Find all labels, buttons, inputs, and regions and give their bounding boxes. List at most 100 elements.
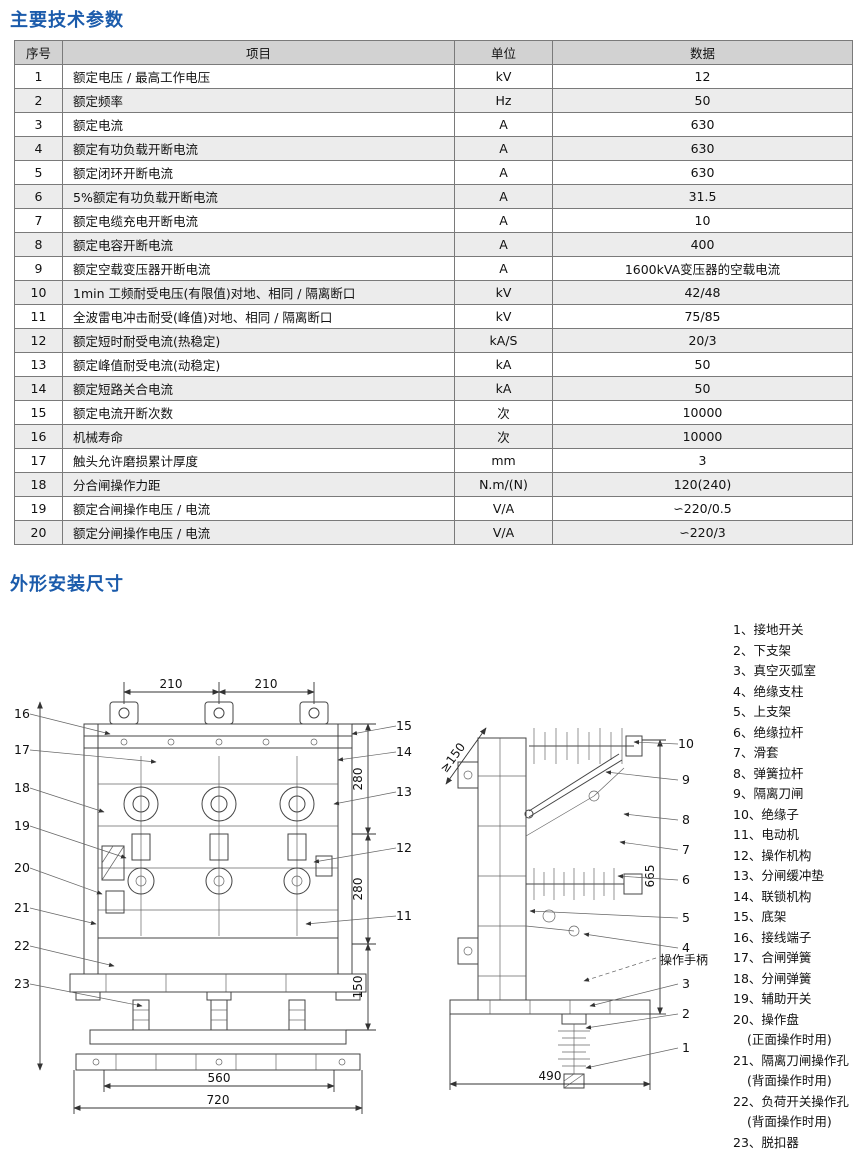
- pole-assembly-right: [279, 756, 315, 936]
- table-cell: 额定闭环开断电流: [62, 160, 455, 185]
- legend-item: 3、真空灭弧室: [733, 663, 816, 678]
- table-cell: 15: [14, 400, 63, 425]
- header-cell-item: 项目: [62, 40, 455, 65]
- table-cell: 75/85: [552, 304, 853, 329]
- handle-label: 操作手柄: [660, 952, 708, 967]
- legend-item: 1、接地开关: [733, 622, 804, 637]
- header-cell-unit: 单位: [454, 40, 553, 65]
- table-cell: 额定电容开断电流: [62, 232, 455, 257]
- table-cell: 20/3: [552, 328, 853, 353]
- front-right-dimensions: 280 280 150: [346, 723, 376, 1031]
- table-cell: 42/48: [552, 280, 853, 305]
- side-base: [449, 999, 651, 1015]
- table-cell: 额定分闸操作电压 / 电流: [62, 520, 455, 545]
- table-cell: 18: [14, 472, 63, 497]
- table-cell: 630: [552, 112, 853, 137]
- legend-item: 16、接线端子: [733, 929, 812, 945]
- table-cell: 31.5: [552, 184, 853, 209]
- dim-560: 560: [208, 1071, 231, 1085]
- legend-item: 12、操作机构: [733, 847, 812, 863]
- table-cell: 8: [14, 232, 63, 257]
- dim-490: 490: [539, 1069, 562, 1083]
- callout-6: 6: [682, 872, 690, 887]
- side-callouts: 10 9 8 7 6 5 4 3 2 1: [529, 736, 694, 1070]
- table-cell: 50: [552, 88, 853, 113]
- callout-10: 10: [678, 736, 694, 751]
- dim-ge150: ≥150: [437, 740, 468, 775]
- table-cell: A: [454, 208, 553, 233]
- callout-13: 13: [396, 784, 412, 799]
- table-cell: 额定短时耐受电流(热稳定): [62, 328, 455, 353]
- table-cell: 次: [454, 424, 553, 449]
- table-cell: kV: [454, 64, 553, 89]
- legend-item: 10、绝缘子: [733, 806, 799, 822]
- table-header-row: 序号 项目 单位 数据: [14, 40, 853, 65]
- callout-14: 14: [396, 744, 412, 759]
- table-cell: 10: [14, 280, 63, 305]
- table-cell: 16: [14, 424, 63, 449]
- table-cell: 400: [552, 232, 853, 257]
- section-title-dimensions: 外形安装尺寸: [10, 574, 124, 595]
- lower-interrupter: [558, 1013, 590, 1089]
- table-cell: 13: [14, 352, 63, 377]
- callout-21: 21: [14, 900, 30, 915]
- mechanism-details: [101, 845, 333, 914]
- table-cell: 额定电缆充电开断电流: [62, 208, 455, 233]
- dim-150: 150: [351, 976, 365, 999]
- table-cell: kV: [454, 280, 553, 305]
- table-cell: 额定峰值耐受电流(动稳定): [62, 352, 455, 377]
- legend-item: 17、合闸弹簧: [733, 950, 812, 965]
- operating-handle-label: 操作手柄: [583, 952, 708, 982]
- table-cell: 50: [552, 376, 853, 401]
- table-cell: V/A: [454, 496, 553, 521]
- callout-5: 5: [682, 910, 690, 925]
- table-cell: 全波雷电冲击耐受(峰值)对地、相同 / 隔离断口: [62, 304, 455, 329]
- pole-assembly-left: [123, 756, 159, 936]
- callout-18: 18: [14, 780, 30, 795]
- table-cell: 630: [552, 160, 853, 185]
- side-height-dimension: 665: [642, 739, 666, 1015]
- callout-1: 1: [682, 1040, 690, 1055]
- table-cell: 10000: [552, 424, 853, 449]
- table-cell: 50: [552, 352, 853, 377]
- front-callouts-left: 16 17 18 19 20 21 22 23: [14, 706, 157, 1008]
- table-cell: 分合闸操作力距: [62, 472, 455, 497]
- table-cell: 10: [552, 208, 853, 233]
- callout-20: 20: [14, 860, 30, 875]
- table-cell: 1min 工频耐受电压(有限值)对地、相同 / 隔离断口: [62, 280, 455, 305]
- mid-insulator: [526, 868, 643, 900]
- section-title-params: 主要技术参数: [10, 10, 124, 31]
- header-cell-data: 数据: [552, 40, 853, 65]
- legend-item: 8、弹簧拉杆: [733, 765, 804, 781]
- front-callouts-right: 15 14 13 12 11: [305, 718, 412, 926]
- dim-280-upper: 280: [351, 768, 365, 791]
- legend-item: 14、联锁机构: [733, 888, 812, 904]
- legend-item: 21、隔离刀闸操作孔: [733, 1052, 849, 1068]
- table-cell: 19: [14, 496, 63, 521]
- table-cell: A: [454, 136, 553, 161]
- header-cell-no: 序号: [14, 40, 63, 65]
- table-cell: A: [454, 232, 553, 257]
- side-view-drawing: ≥150 665 490 操作手柄: [437, 727, 708, 1090]
- callout-9: 9: [682, 772, 690, 787]
- dim-280-lower: 280: [351, 878, 365, 901]
- table-cell: A: [454, 160, 553, 185]
- callout-4: 4: [682, 940, 690, 955]
- front-bottom-dimensions: 560 720: [73, 1070, 363, 1114]
- table-cell: 4: [14, 136, 63, 161]
- table-cell: 20: [14, 520, 63, 545]
- table-cell: 额定电流开断次数: [62, 400, 455, 425]
- drawing-area: 210 210: [0, 610, 867, 1173]
- table-cell: mm: [454, 448, 553, 473]
- table-cell: 5: [14, 160, 63, 185]
- table-cell: 3: [552, 448, 853, 473]
